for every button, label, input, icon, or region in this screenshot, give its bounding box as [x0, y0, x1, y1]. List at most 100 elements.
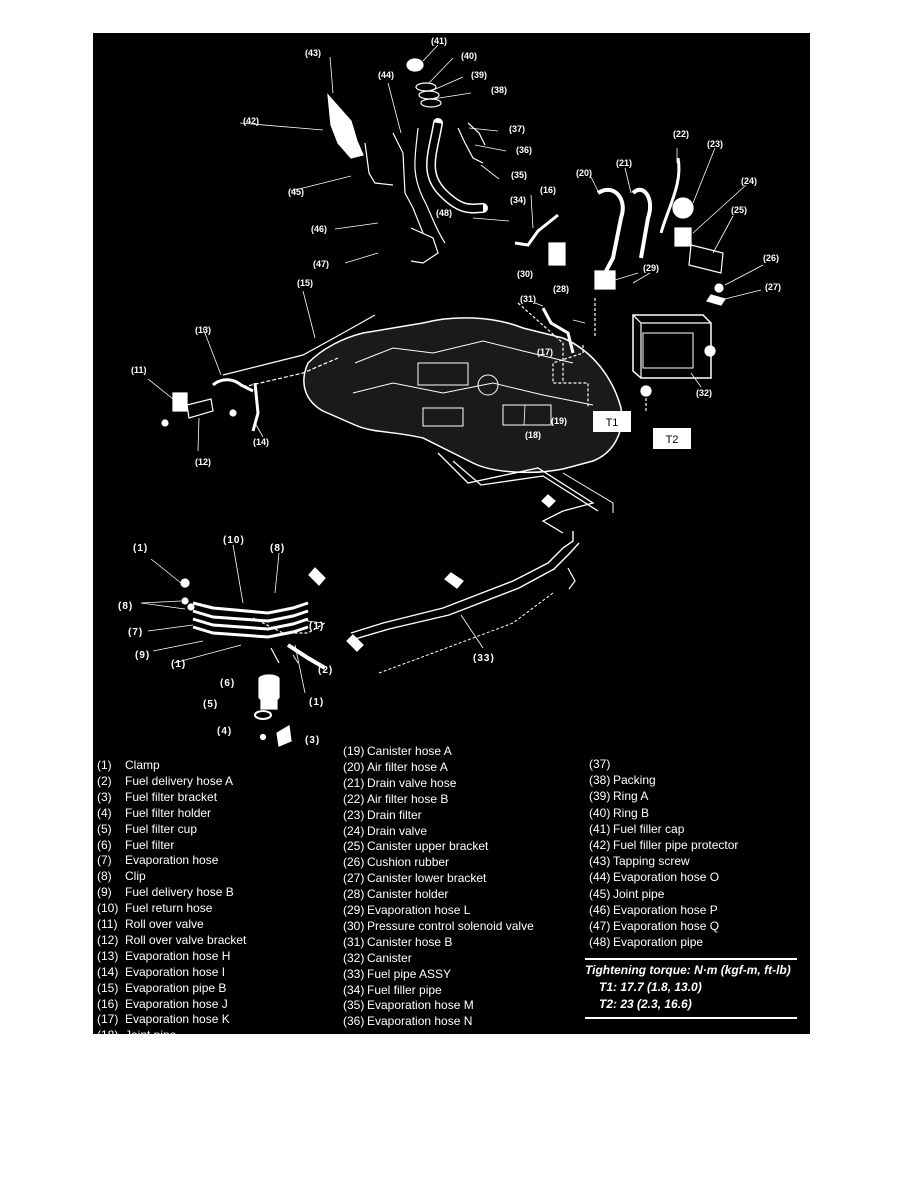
torque-t1: T1: 17.7 (1.8, 13.0) — [599, 980, 702, 994]
legend-item-number: (21) — [343, 775, 365, 790]
legend-item-number: (30) — [343, 918, 365, 933]
legend-item-label: Fuel return hose — [125, 901, 213, 916]
legend-item-label: Evaporation hose J — [125, 996, 228, 1011]
legend-item-number: (37) — [589, 757, 611, 771]
legend-item: (2)Fuel delivery hose A — [97, 775, 233, 787]
legend-item-label: Evaporation hose O — [613, 870, 720, 885]
torque-title: Tightening torque: N·m (kgf-m, ft-lb) — [585, 963, 791, 977]
legend-item-label: Joint pipe — [613, 886, 665, 901]
legend-item-label: Fuel filter bracket — [125, 789, 218, 804]
legend-item-label: Fuel pipe ASSY — [367, 966, 452, 981]
tank-pipe-bundle — [437, 452, 595, 534]
legend-item: (39)Ring A — [589, 790, 648, 802]
callout-14: (14) — [253, 437, 269, 447]
legend-item-number: (32) — [343, 950, 365, 965]
torque-t2: T2: 23 (2.3, 16.6) — [599, 997, 692, 1011]
canister-hose-B — [541, 307, 575, 354]
callout-15: (15) — [297, 278, 313, 288]
legend-item-number: (39) — [589, 789, 611, 804]
legend-item-number: (23) — [343, 807, 365, 822]
legend-item: (41)Fuel filler cap — [589, 823, 684, 835]
legend-item: (12)Roll over valve bracket — [97, 934, 246, 946]
legend-item-label: Ring B — [613, 805, 650, 820]
callout-27: (27) — [765, 282, 781, 292]
legend-item: (48)Evaporation pipe — [589, 936, 703, 948]
legend-item-number: (10) — [97, 901, 119, 916]
legend-item-number: (15) — [97, 980, 119, 995]
callout-43: (43) — [305, 48, 321, 58]
legend-item-label: Drain filter — [367, 807, 422, 822]
legend-item: (14) Evaporation hose I — [97, 966, 225, 978]
callout-32: (32) — [696, 388, 712, 398]
callout-8-left: (8) — [118, 601, 133, 612]
legend-item-label: Fuel delivery hose A — [125, 773, 234, 788]
legend-item: (37) — [589, 758, 613, 770]
callout-34: (34) — [510, 195, 526, 205]
legend-item: (25)Canister upper bracket — [343, 840, 488, 852]
legend-item-number: (4) — [97, 805, 112, 820]
legend-item-number: (1) — [97, 758, 112, 772]
legend-item-number: (27) — [343, 871, 365, 886]
callout-10: (10) — [223, 535, 245, 546]
legend-item: (43)Tapping screw — [589, 855, 690, 867]
fuel-filter-bracket — [276, 725, 292, 747]
legend-item: (31)Canister hose B — [343, 936, 452, 948]
callout-47: (47) — [313, 259, 329, 269]
legend-item: (45)Joint pipe — [589, 888, 664, 900]
legend-item: (29)Evaporation hose L — [343, 904, 470, 916]
legend-item-number: (12) — [97, 932, 119, 947]
legend-item-label: Canister hose B — [367, 934, 453, 949]
callout-17: (17) — [537, 347, 553, 357]
legend-item-number: (29) — [343, 903, 365, 917]
legend-item: (8)Clip — [97, 870, 146, 882]
callout-21: (21) — [616, 158, 632, 168]
legend-item-number: (8) — [97, 869, 112, 884]
callout-1-top: (1) — [133, 543, 148, 554]
legend-item: (16)Evaporation hose J — [97, 998, 228, 1010]
legend-item-label: Evaporation hose P — [613, 902, 718, 917]
legend-item-number: (36) — [343, 1014, 365, 1029]
callout-1-bottom: (1) — [309, 697, 324, 708]
legend-item: (19)Canister hose A — [343, 745, 452, 757]
legend-item-label: Fuel filler pipe — [367, 982, 442, 997]
legend-item-label: Joint pipe — [125, 1028, 176, 1034]
legend-item-number: (11) — [97, 917, 118, 931]
legend-item-label: Evaporation pipe B — [125, 980, 227, 995]
legend-item-label: Drain valve — [367, 823, 428, 838]
callout-44: (44) — [378, 70, 394, 80]
callout-30: (30) — [517, 269, 533, 279]
legend-item-number: (28) — [343, 887, 365, 902]
legend-item: (33)Fuel pipe ASSY — [343, 968, 451, 980]
fuel-tank — [303, 317, 623, 474]
legend-item: (44)Evaporation hose O — [589, 871, 719, 883]
legend-item-number: (14) — [97, 964, 119, 979]
legend-item-label: Fuel filler pipe protector — [613, 838, 739, 852]
callout-36: (36) — [516, 145, 532, 155]
legend-item-number: (44) — [589, 870, 611, 885]
legend-item-number: (43) — [589, 854, 611, 869]
callout-3: (3) — [305, 735, 320, 746]
legend-item-label: Cushion rubber — [367, 855, 450, 870]
fuel-filler-pipe-protector — [327, 93, 364, 159]
legend-item-label: Evaporation hose I — [125, 964, 226, 979]
legend-item-number: (17) — [97, 1012, 119, 1027]
legend-item-label: Ring A — [613, 789, 649, 804]
torque-box-t1-label: T1 — [606, 417, 619, 429]
callout-11: (11) — [131, 365, 147, 375]
legend-item-number: (22) — [343, 791, 365, 806]
legend-item-label: Canister — [367, 950, 412, 965]
fuel-filler-cap — [406, 58, 424, 72]
legend-item-label: Pressure control solenoid valve — [367, 918, 534, 933]
drain-valve — [674, 227, 692, 247]
legend-item-number: (45) — [589, 886, 611, 901]
legend-item-number: (7) — [97, 853, 112, 868]
legend-item-label: Canister hose A — [367, 744, 452, 758]
legend-item-number: (25) — [343, 839, 365, 854]
legend-item-label: Clamp — [125, 758, 160, 772]
legend-item-label: Evaporation hose M — [367, 998, 474, 1013]
fuel-system-exploded-diagram: T1 T2 (41) (40) (43) (39) (38) (44) (42)… — [118, 36, 781, 747]
roll-over-valve — [172, 392, 188, 412]
legend-item: (28)Canister holder — [343, 888, 448, 900]
legend-item: (20)Air filter hose A — [343, 761, 448, 773]
legend-item: (6)Fuel filter — [97, 839, 174, 851]
